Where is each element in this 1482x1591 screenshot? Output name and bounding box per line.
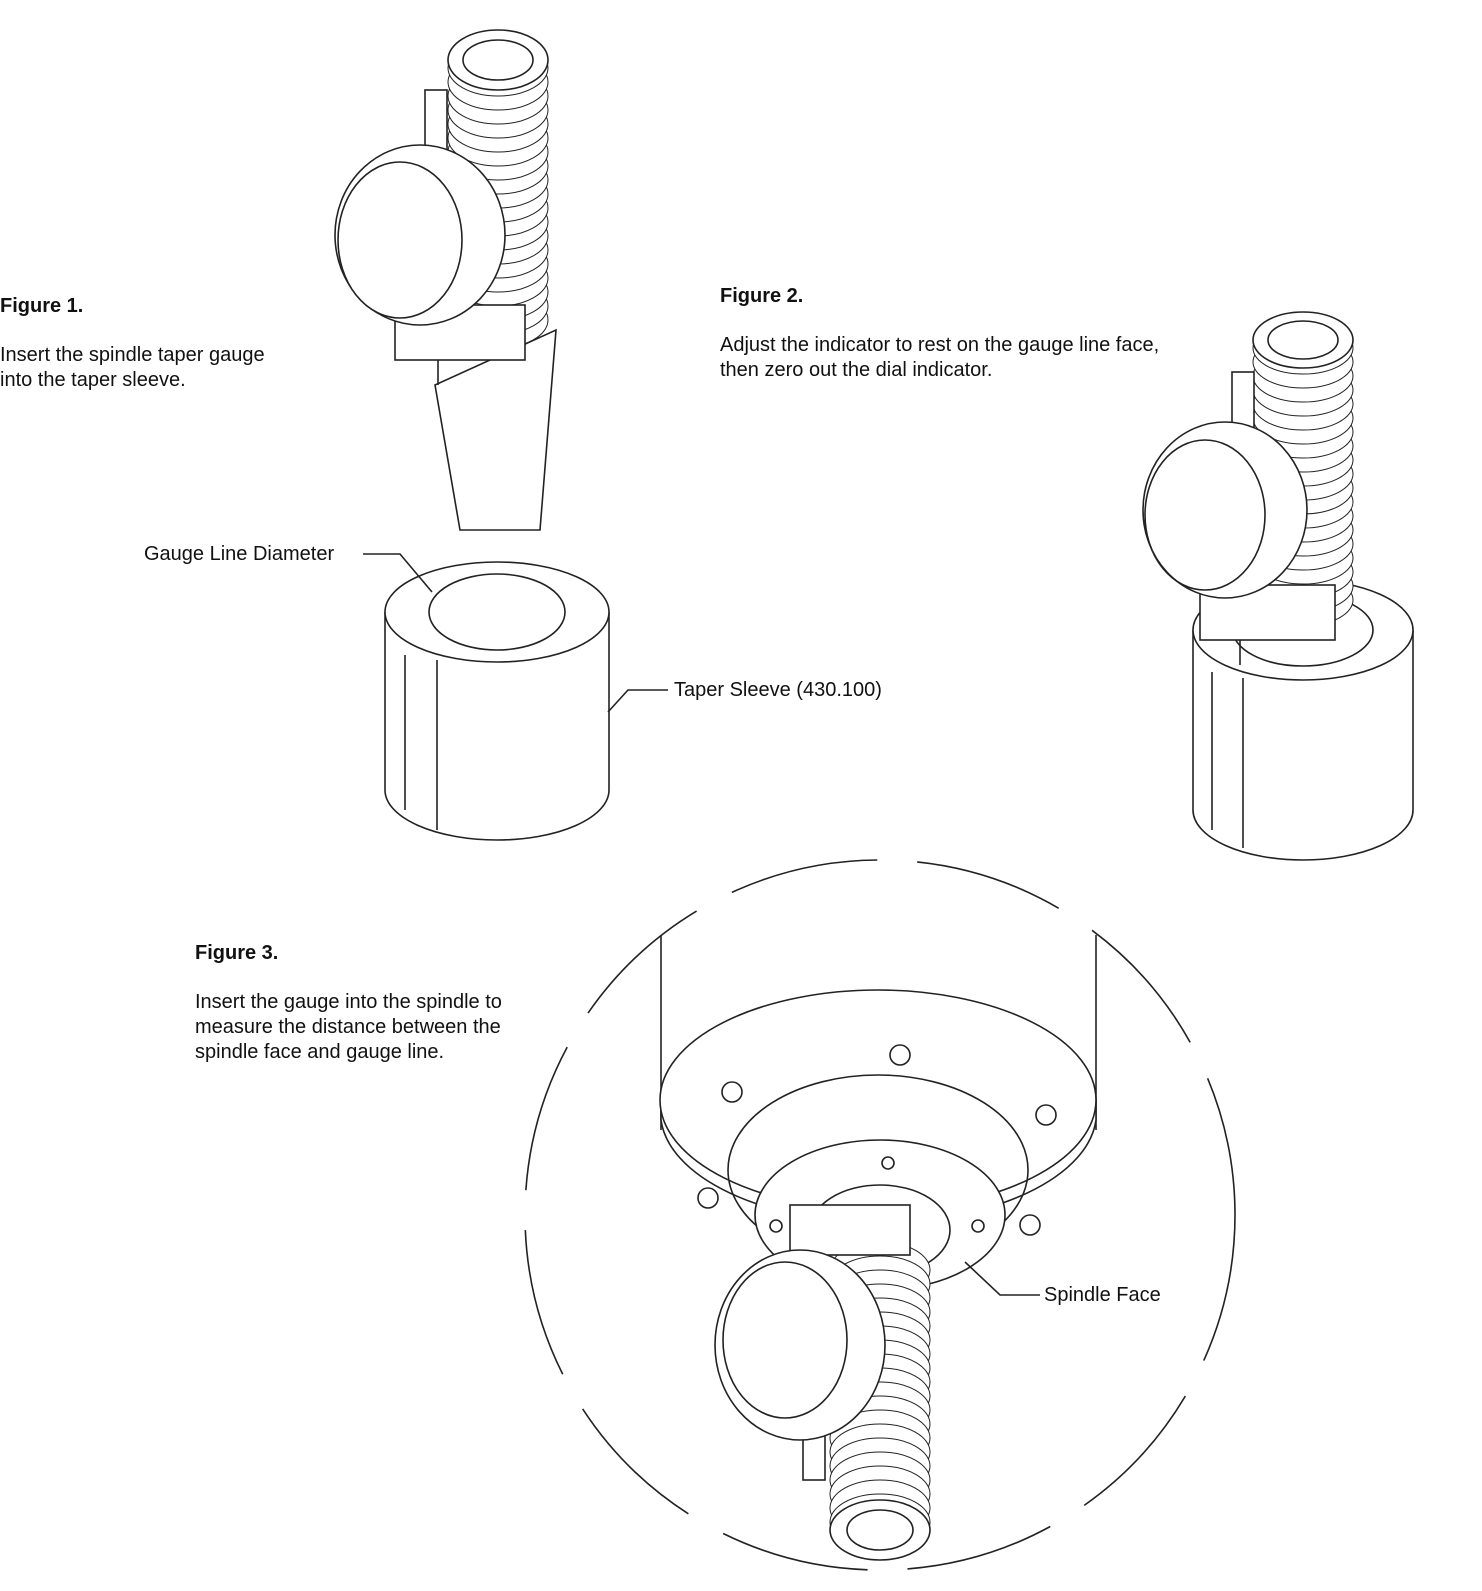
figure3-title: Figure 3. <box>195 942 279 964</box>
figure2-text-line: Adjust the indicator to rest on the gaug… <box>720 334 1160 356</box>
spindle-face-label: Spindle Face <box>1044 1284 1161 1306</box>
gauge-line-diameter-label: Gauge Line Diameter <box>144 543 335 565</box>
figure3-detail-circle <box>524 859 1236 1571</box>
figure1-title: Figure 1. <box>0 295 84 317</box>
figure3-text-line: Insert the gauge into the spindle to <box>195 991 502 1013</box>
taper-sleeve-leader <box>607 689 668 713</box>
figure2-text-line: then zero out the dial indicator. <box>720 359 993 381</box>
figure2-assembly <box>1142 311 1414 861</box>
gauge-line-leader <box>363 553 433 593</box>
figure1-taper-sleeve <box>384 561 610 841</box>
spindle-face-leader <box>964 1261 1040 1296</box>
taper-sleeve-label: Taper Sleeve (430.100) <box>674 679 882 701</box>
figure3-text-line: spindle face and gauge line. <box>195 1041 445 1063</box>
figure3-text-line: measure the distance between the <box>195 1016 501 1038</box>
figure2-title: Figure 2. <box>720 285 804 307</box>
figure1-taper-gauge <box>334 29 557 531</box>
figure1-text-line: Insert the spindle taper gauge <box>0 344 265 366</box>
figure1-text-line: into the taper sleeve. <box>0 369 186 391</box>
figure3-spindle <box>659 935 1097 1561</box>
